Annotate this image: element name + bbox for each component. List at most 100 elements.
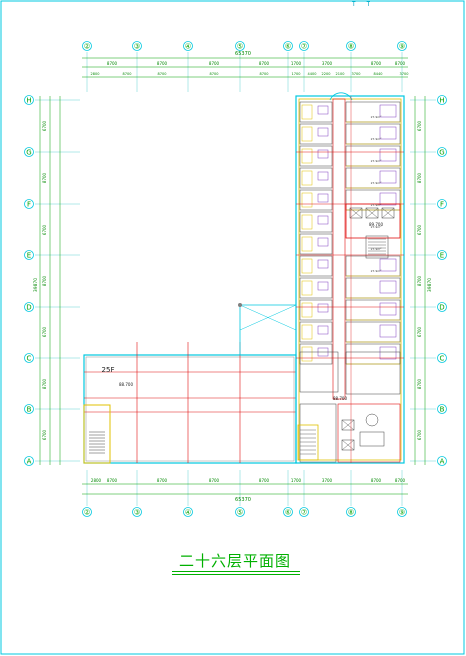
col-axis-bubble xyxy=(299,41,309,51)
bottom-dim-label: 8700 xyxy=(157,478,168,483)
side-dim-label-right: 6700 xyxy=(417,326,422,337)
shaft-x xyxy=(341,439,355,451)
top-dim-label: 3700 xyxy=(322,61,333,66)
col-axis-label: ⑦ xyxy=(301,509,307,517)
room-area-label: 27.9m² xyxy=(371,203,383,207)
tower-inner xyxy=(298,98,402,461)
bathroom xyxy=(301,280,313,296)
bed xyxy=(317,149,329,159)
floor-label: 25F xyxy=(102,366,115,374)
left-stair xyxy=(83,404,111,464)
bed xyxy=(379,324,397,338)
overall-width-label: 65370 xyxy=(235,51,251,57)
bathroom xyxy=(301,192,313,208)
right-stair xyxy=(297,424,319,461)
overall-height-label-right: 39870 xyxy=(427,278,433,292)
col-axis-label: ⑥ xyxy=(285,43,291,51)
bed xyxy=(317,325,329,335)
col-axis-label: ⑦ xyxy=(301,43,307,51)
bathroom xyxy=(301,170,313,186)
row-axis-bubble xyxy=(24,456,34,466)
labels: 25F88.70089.70088.70027.9m²27.9m²27.9m²2… xyxy=(102,115,384,401)
bed xyxy=(379,104,397,118)
row-axis-label: C xyxy=(440,355,445,363)
guest-room-left xyxy=(299,145,333,167)
col-axis-bubble xyxy=(397,507,407,517)
top-marks: T T xyxy=(352,1,371,8)
top-subdim-label: 2100 xyxy=(336,72,345,76)
row-axis-label: E xyxy=(27,252,31,260)
overall-width-label-bottom: 65370 xyxy=(235,497,251,503)
row-axis-bubble xyxy=(437,404,447,414)
row-axis-label: A xyxy=(440,458,445,466)
corridor xyxy=(332,98,346,400)
room-area-label: 27.9m² xyxy=(371,181,383,185)
bathroom xyxy=(301,148,313,164)
top-subdim-label: 2800 xyxy=(91,72,100,76)
side-dim-label: 6700 xyxy=(42,326,47,337)
row-axis-bubble xyxy=(24,353,34,363)
bathroom xyxy=(301,214,313,230)
top-subdim-label: 8700 xyxy=(158,72,167,76)
bottom-dim-label: 8700 xyxy=(259,478,270,483)
side-dim-label-right: 8700 xyxy=(417,378,422,389)
side-dim-label-right: 8700 xyxy=(417,275,422,286)
top-dim-label: 8700 xyxy=(259,61,270,66)
side-dim-label-right: 6700 xyxy=(417,429,422,440)
row-axis-label: B xyxy=(27,406,32,414)
bed xyxy=(379,346,397,360)
row-axis-bubble xyxy=(437,147,447,157)
col-axis-label: ⑥ xyxy=(285,509,291,517)
row-axis-label: A xyxy=(27,458,32,466)
bed xyxy=(379,192,397,206)
row-axis-bubble xyxy=(437,250,447,260)
top-dim-label: 8700 xyxy=(157,61,168,66)
bathroom xyxy=(301,236,313,252)
col-axis-label: ③ xyxy=(134,509,140,517)
elevator-x xyxy=(365,207,379,219)
round-table xyxy=(365,413,379,427)
drawing-title: 二十六层平面图 xyxy=(178,552,291,570)
guest-room-left xyxy=(299,277,333,299)
elevator-shaft xyxy=(381,207,395,219)
lower-roof-outline xyxy=(83,354,297,464)
suite-room xyxy=(299,351,339,393)
col-axis-label: ② xyxy=(84,509,90,517)
row-axis-bubble xyxy=(24,250,34,260)
side-dim-label: 6700 xyxy=(42,429,47,440)
top-dim-label: 8700 xyxy=(107,61,118,66)
tower-outline xyxy=(295,95,405,464)
lower-stair-area xyxy=(299,403,337,463)
elevation-label: 89.700 xyxy=(369,222,383,227)
guest-room-left xyxy=(299,321,333,343)
row-axis-label: E xyxy=(440,252,444,260)
top-subdim-label: 3700 xyxy=(400,72,409,76)
row-axis-label: H xyxy=(439,97,444,105)
bed xyxy=(317,171,329,181)
bed xyxy=(317,105,329,115)
row-axis-label: F xyxy=(27,201,31,209)
room-area-label: 27.9m² xyxy=(371,247,383,251)
guest-room-left xyxy=(299,123,333,145)
guest-room-left xyxy=(299,299,333,321)
col-axis-bubble xyxy=(82,507,92,517)
bottom-dim-label: 8700 xyxy=(371,478,382,483)
guest-room-left xyxy=(299,255,333,277)
elevator-shaft xyxy=(349,207,363,219)
col-axis-bubble xyxy=(283,507,293,517)
round-feature xyxy=(329,92,353,101)
top-subdim-label: 8700 xyxy=(210,72,219,76)
bed xyxy=(317,303,329,313)
row-axis-label: D xyxy=(26,304,31,312)
bottom-dim-label: 8700 xyxy=(209,478,220,483)
bathroom xyxy=(301,346,313,362)
row-axis-label: D xyxy=(439,304,444,312)
row-axis-bubble xyxy=(24,404,34,414)
row-axis-label: C xyxy=(27,355,32,363)
col-axis-label: ④ xyxy=(185,43,191,51)
top-subdim-label: 1700 xyxy=(292,72,301,76)
col-axis-label: ② xyxy=(84,43,90,51)
guest-room-left xyxy=(299,211,333,233)
col-axis-label: ⑨ xyxy=(399,509,405,517)
row-axis-label: G xyxy=(439,149,444,157)
